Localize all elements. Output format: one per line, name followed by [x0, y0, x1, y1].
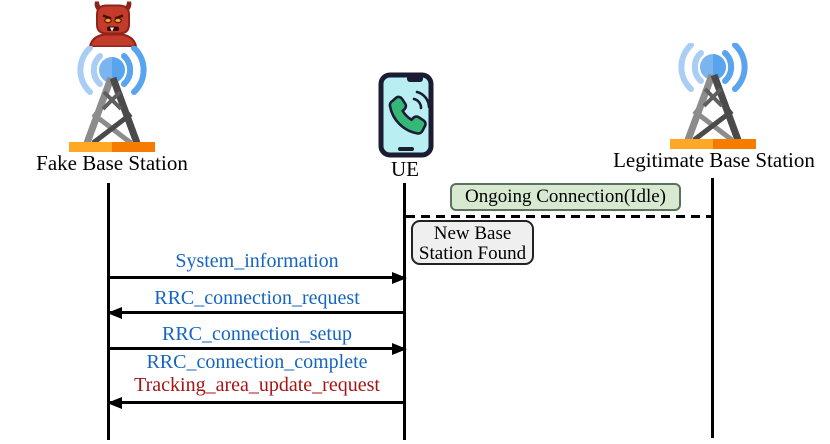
radio-tower-icon: [670, 43, 756, 149]
message-tracking-area-update-request-arrow: [107, 397, 405, 409]
message-rrc-connection-setup-arrow: [109, 343, 407, 355]
actor-label-fake-base-station: Fake Base Station: [36, 151, 188, 175]
lifeline-legitimate-base-station: [711, 178, 714, 438]
arrowhead-left-icon: [107, 397, 122, 409]
note-new-base-station-line2: Station Found: [418, 243, 527, 264]
phone-call-icon: [378, 72, 434, 158]
message-rrc-connection-request-arrow: [107, 307, 405, 319]
arrowhead-right-icon: [392, 343, 407, 355]
actor-label-legitimate-base-station: Legitimate Base Station: [613, 148, 815, 172]
radio-tower-icon: [69, 46, 155, 152]
note-new-base-station-line1: New Base: [433, 223, 512, 244]
actor-label-ue: UE: [391, 157, 419, 181]
message-rrc-connection-setup-label: RRC_connection_setup: [162, 323, 352, 345]
note-new-base-station-found: New Base Station Found: [411, 220, 534, 265]
arrowhead-left-icon: [107, 307, 122, 319]
arrowhead-right-icon: [392, 272, 407, 284]
message-rrc-connection-complete-label: RRC_connection_complete: [146, 351, 368, 373]
message-system-information-arrow: [109, 272, 407, 284]
message-rrc-connection-request-label: RRC_connection_request: [154, 287, 360, 309]
message-tracking-area-update-request-label: Tracking_area_update_request: [134, 374, 380, 396]
devil-icon: [88, 1, 138, 47]
message-system-information-label: System_information: [175, 250, 339, 272]
idle-connection-dashed-line: [406, 215, 713, 218]
note-ongoing-connection-idle: Ongoing Connection(Idle): [450, 183, 681, 211]
